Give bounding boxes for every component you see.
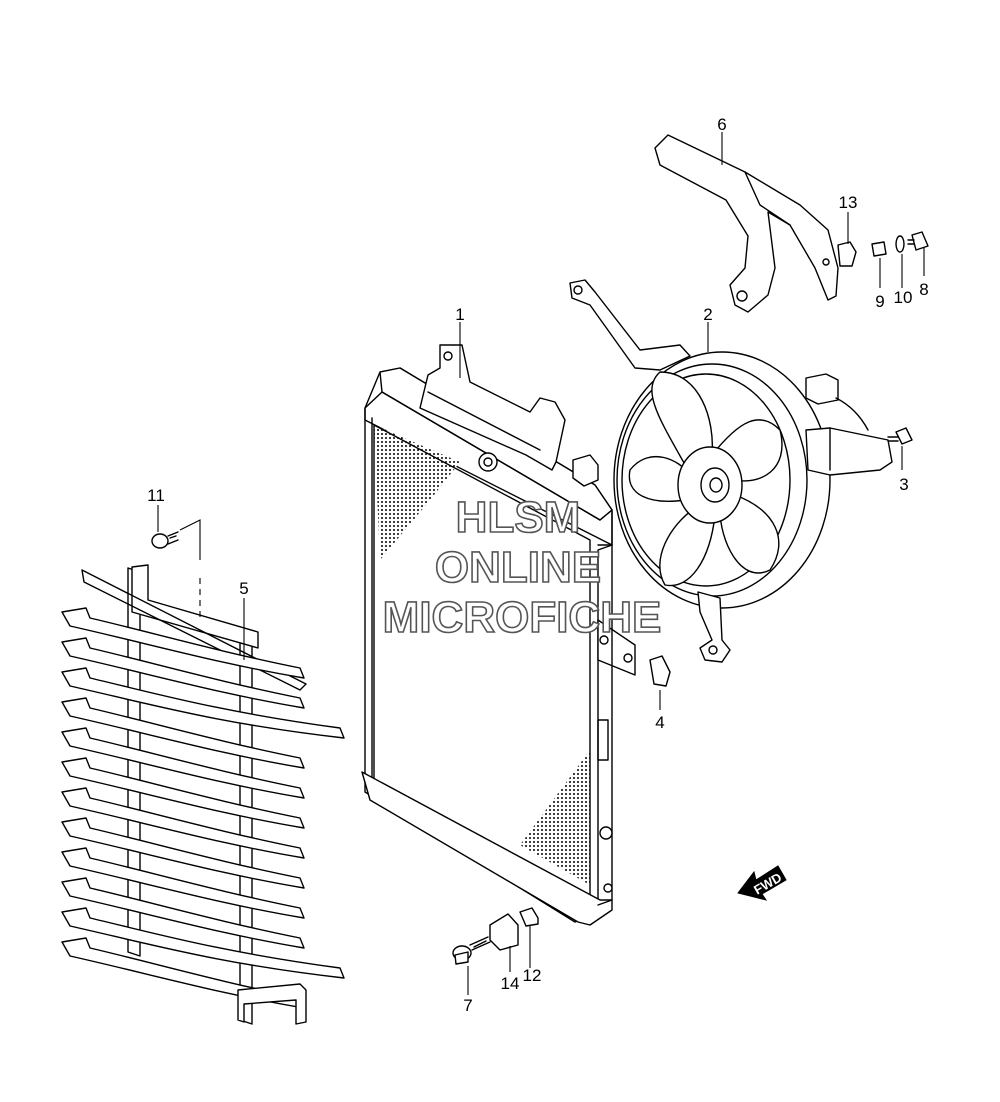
fan-bracket — [654, 134, 839, 313]
callout-7: 7 — [463, 996, 472, 1015]
louver-slat — [61, 697, 305, 769]
louver-slat — [61, 877, 305, 949]
louver-slat — [61, 757, 305, 829]
fwd-arrow: FWD — [737, 865, 787, 901]
watermark-line3: MICROFICHE — [383, 593, 662, 642]
collar-12 — [519, 907, 539, 927]
callout-12: 12 — [523, 966, 542, 985]
callout-13: 13 — [839, 193, 858, 212]
callout-6: 6 — [717, 115, 726, 134]
collar-9 — [871, 241, 887, 257]
callout-numbers: 1 2 3 4 5 6 7 8 9 10 11 12 13 14 — [147, 115, 929, 1015]
screw-11-head — [151, 533, 169, 549]
louver-slat — [61, 847, 305, 919]
callout-8: 8 — [919, 280, 928, 299]
louver-slat — [61, 787, 305, 859]
callout-11: 11 — [147, 486, 165, 505]
oil-cooler-guard — [61, 564, 345, 1025]
callout-10: 10 — [894, 288, 913, 307]
cooling-fan — [569, 279, 893, 663]
watermark-line2: ONLINE — [435, 543, 601, 592]
callout-3: 3 — [899, 475, 908, 494]
louver-slats — [61, 607, 345, 1009]
radiator — [361, 344, 636, 926]
hardware — [151, 231, 929, 965]
watermark: HLSM ONLINE MICROFICHE — [382, 492, 662, 643]
watermark-line1: HLSM — [456, 493, 581, 542]
louver-slat — [61, 637, 305, 709]
louver-slat — [61, 727, 305, 799]
callout-5: 5 — [239, 579, 248, 598]
bolt-8-head — [911, 231, 929, 251]
louver-slat — [61, 817, 305, 889]
grommet-13 — [837, 241, 857, 267]
louver-slat — [61, 607, 305, 679]
callout-9: 9 — [875, 292, 884, 311]
cushion-14 — [489, 913, 519, 951]
washer-10 — [895, 235, 905, 253]
callout-4: 4 — [655, 713, 664, 732]
callout-2: 2 — [703, 305, 712, 324]
louver-slat — [61, 667, 345, 739]
leader-lines — [157, 132, 925, 995]
bolt-3-head — [895, 427, 913, 445]
callout-1: 1 — [455, 305, 464, 324]
callout-14: 14 — [501, 974, 520, 993]
louver-slat — [61, 907, 345, 979]
clip-4 — [649, 655, 671, 687]
